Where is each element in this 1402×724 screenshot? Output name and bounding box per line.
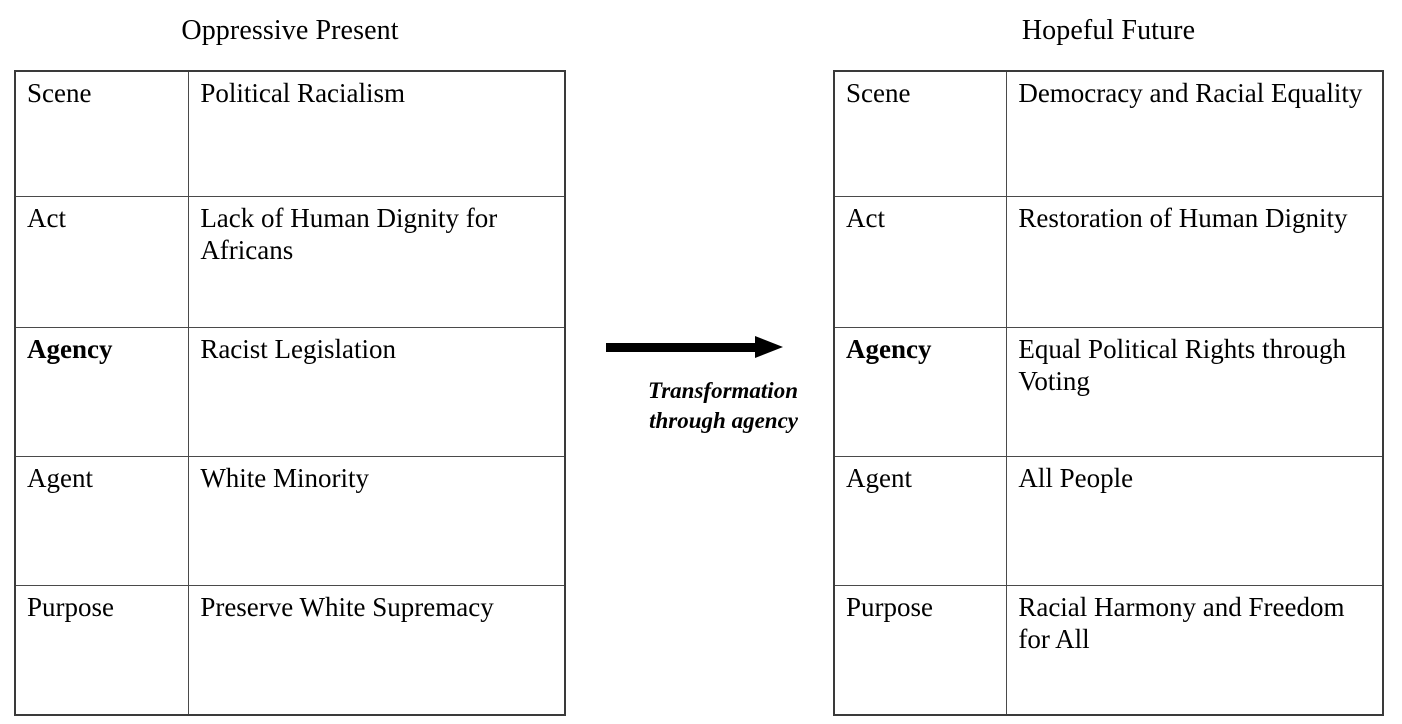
term-value-purpose: Racial Harmony and Freedom for All xyxy=(1006,585,1384,716)
pentad-table-oppressive-present: Scene Political Racialism Act Lack of Hu… xyxy=(14,70,566,716)
term-value-scene: Political Racialism xyxy=(188,70,566,197)
term-value-agency: Racist Legislation xyxy=(188,327,566,457)
term-label-scene: Scene xyxy=(14,70,190,197)
table-row: Agent All People xyxy=(833,456,1384,586)
term-value-agent: White Minority xyxy=(188,456,566,586)
term-label-agent: Agent xyxy=(833,456,1008,586)
table-row: Scene Political Racialism xyxy=(14,70,566,197)
panel-title-hopeful-future: Hopeful Future xyxy=(1021,15,1196,46)
term-value-scene: Democracy and Racial Equality xyxy=(1006,70,1384,197)
term-value-purpose: Preserve White Supremacy xyxy=(188,585,566,716)
right-arrow-icon xyxy=(606,330,791,366)
term-label-agency: Agency xyxy=(14,327,190,457)
arrow-shaft xyxy=(606,343,760,352)
arrow-head xyxy=(755,336,783,358)
table-row: Agency Equal Political Rights through Vo… xyxy=(833,327,1384,457)
term-label-purpose: Purpose xyxy=(833,585,1008,716)
panel-title-oppressive-present: Oppressive Present xyxy=(181,15,399,46)
table-row: Act Restoration of Human Dignity xyxy=(833,196,1384,328)
term-label-agency: Agency xyxy=(833,327,1008,457)
table-row: Purpose Preserve White Supremacy xyxy=(14,585,566,716)
table-row: Act Lack of Human Dignity for Africans xyxy=(14,196,566,328)
table-row: Scene Democracy and Racial Equality xyxy=(833,70,1384,197)
term-value-agent: All People xyxy=(1006,456,1384,586)
term-value-agency: Equal Political Rights through Voting xyxy=(1006,327,1384,457)
transformation-group: Transformation through agency xyxy=(592,330,808,437)
term-label-agent: Agent xyxy=(14,456,190,586)
term-label-purpose: Purpose xyxy=(14,585,190,716)
term-value-act: Lack of Human Dignity for Africans xyxy=(188,196,566,328)
term-label-act: Act xyxy=(14,196,190,328)
term-value-act: Restoration of Human Dignity xyxy=(1006,196,1384,328)
transformation-caption-line-2: through agency xyxy=(649,408,798,434)
table-row: Agent White Minority xyxy=(14,456,566,586)
pentad-table-hopeful-future: Scene Democracy and Racial Equality Act … xyxy=(833,70,1384,716)
term-label-act: Act xyxy=(833,196,1008,328)
transformation-caption: Transformation through agency xyxy=(592,376,798,437)
transformation-caption-line-1: Transformation xyxy=(648,378,798,403)
table-row: Agency Racist Legislation xyxy=(14,327,566,457)
table-row: Purpose Racial Harmony and Freedom for A… xyxy=(833,585,1384,716)
term-label-scene: Scene xyxy=(833,70,1008,197)
